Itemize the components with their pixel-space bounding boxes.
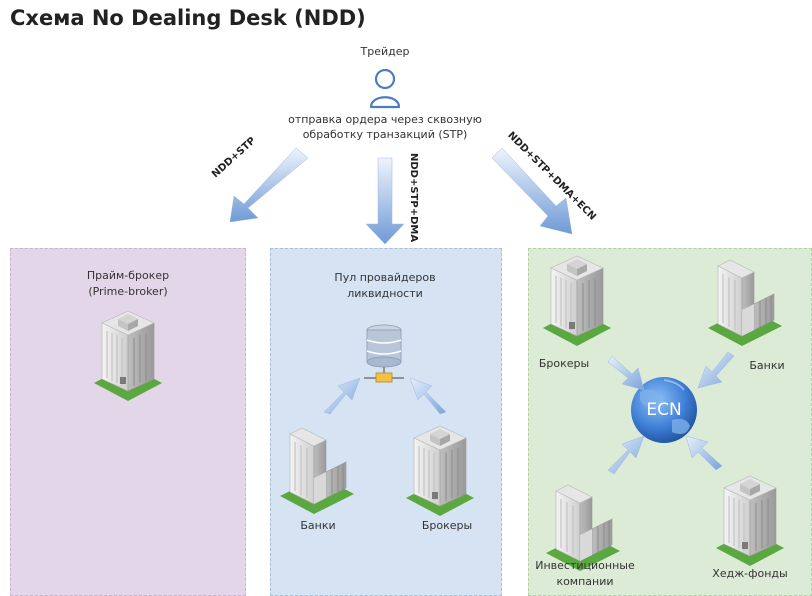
arrow-left [229, 147, 309, 223]
prime-broker-label-line2: (Prime-broker) [88, 285, 168, 298]
ecn-hedge-funds-label: Хедж-фонды [712, 567, 788, 580]
liquidity-pool-label-line2: ликвидности [347, 287, 423, 300]
arrow-middle-label: NDD+STP+DMA [408, 153, 419, 243]
arrow-right [491, 147, 573, 235]
trader-caption-line1: отправка ордера через сквозную [288, 113, 482, 126]
trader-caption-line2: обработку транзакций (STP) [302, 128, 468, 141]
ecn-label: ECN [646, 400, 682, 420]
ecn-banks-label: Банки [749, 359, 785, 372]
page-title: Схема No Dealing Desk (NDD) [10, 6, 366, 30]
liquidity-brokers-label: Брокеры [421, 519, 473, 532]
person-icon [369, 68, 401, 109]
liquidity-pool-label-line1: Пул провайдеров [334, 271, 436, 284]
ecn-investment-label-line1: Инвестиционные [535, 559, 635, 572]
office-building-icon [93, 310, 163, 402]
arrow-middle [365, 157, 405, 245]
prime-broker-label-line1: Прайм-брокер [86, 269, 170, 282]
liquidity-banks-label: Банки [300, 519, 336, 532]
ecn-brokers-label: Брокеры [538, 357, 590, 370]
database-server-icon [364, 324, 404, 383]
prime-broker-panel [10, 248, 246, 596]
ecn-investment-label-line2: компании [556, 575, 614, 588]
trader-label: Трейдер [360, 45, 410, 58]
globe-icon [631, 377, 697, 443]
